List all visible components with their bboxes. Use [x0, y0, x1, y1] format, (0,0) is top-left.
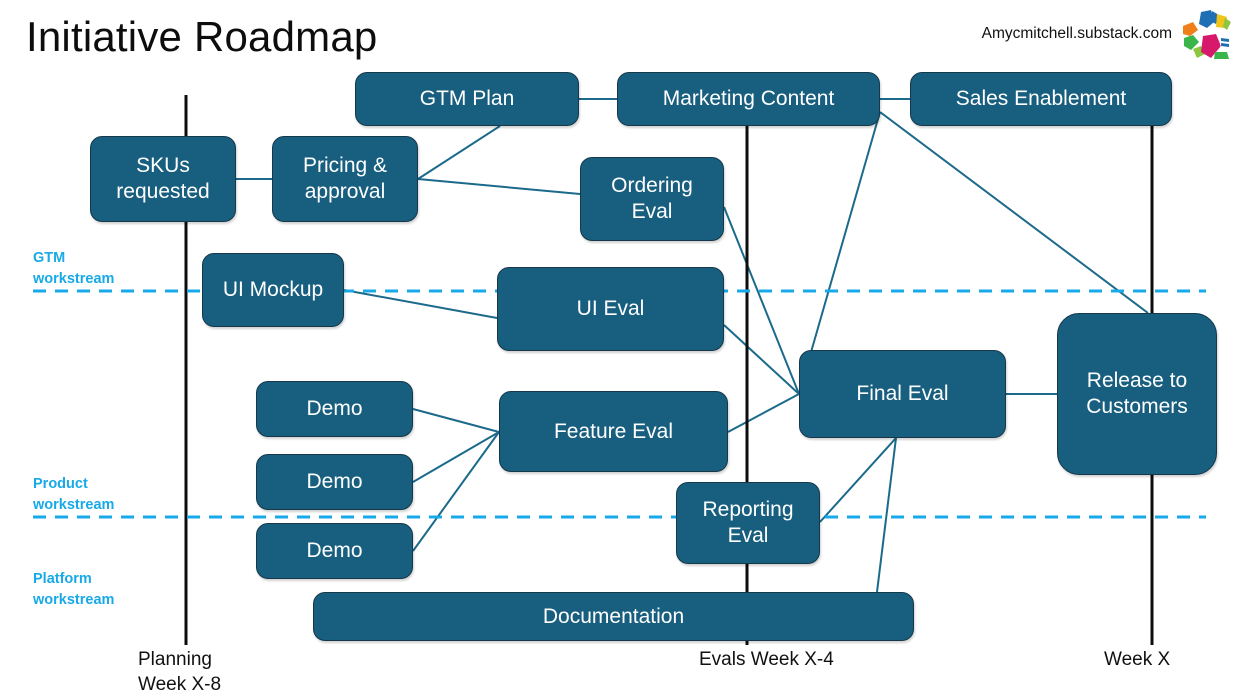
- milestone-label-planning: Planning Week X-8: [138, 649, 222, 695]
- page-title: Initiative Roadmap: [26, 13, 378, 60]
- edge-feature-eval-to-final-eval: [727, 393, 800, 433]
- edge-final-eval-to-reporting-eval: [819, 437, 897, 523]
- node-sales-enable[interactable]: Sales Enablement: [910, 72, 1172, 126]
- edge-demo-3-to-feature-eval: [412, 431, 500, 552]
- lane-label-product: Product workstream: [33, 476, 115, 513]
- milestone-label-evals: Evals Week X-4: [699, 649, 834, 670]
- edge-demo-2-to-feature-eval: [412, 431, 500, 483]
- edge-ordering-eval-to-final-eval: [723, 206, 800, 395]
- node-skus[interactable]: SKUs requested: [90, 136, 236, 222]
- node-ordering-eval[interactable]: Ordering Eval: [580, 157, 724, 241]
- node-demo-2[interactable]: Demo: [256, 454, 413, 510]
- node-gtm-plan[interactable]: GTM Plan: [355, 72, 579, 126]
- brand-url-text: Amycmitchell.substack.com: [981, 25, 1172, 42]
- edge-demo-1-to-feature-eval: [412, 408, 500, 433]
- lane-label-gtm: GTM workstream: [33, 250, 115, 287]
- edge-ui-mockup-to-ui-eval: [343, 289, 498, 319]
- lane-label-platform: Platform workstream: [33, 571, 115, 608]
- node-demo-3[interactable]: Demo: [256, 523, 413, 579]
- edge-final-eval-to-documentation: [876, 437, 897, 593]
- node-pricing[interactable]: Pricing & approval: [272, 136, 418, 222]
- node-documentation[interactable]: Documentation: [313, 592, 914, 641]
- edge-pricing-to-ordering-eval: [417, 178, 581, 195]
- node-release[interactable]: Release to Customers: [1057, 313, 1217, 475]
- node-reporting-eval[interactable]: Reporting Eval: [676, 482, 820, 564]
- edge-pricing-to-gtm-plan: [417, 125, 501, 180]
- node-marketing[interactable]: Marketing Content: [617, 72, 880, 126]
- milestone-label-weekx: Week X: [1104, 649, 1171, 670]
- brand-attribution: Amycmitchell.substack.com: [982, 8, 1233, 60]
- node-feature-eval[interactable]: Feature Eval: [499, 391, 728, 472]
- node-ui-eval[interactable]: UI Eval: [497, 267, 724, 351]
- node-final-eval[interactable]: Final Eval: [799, 350, 1006, 438]
- edge-marketing-to-release: [879, 111, 1149, 314]
- node-demo-1[interactable]: Demo: [256, 381, 413, 437]
- colorful-hands-logo-icon: [1181, 8, 1233, 60]
- edge-marketing-to-final-eval: [798, 111, 881, 395]
- node-ui-mockup[interactable]: UI Mockup: [202, 253, 344, 327]
- edge-ui-eval-to-final-eval: [723, 324, 800, 395]
